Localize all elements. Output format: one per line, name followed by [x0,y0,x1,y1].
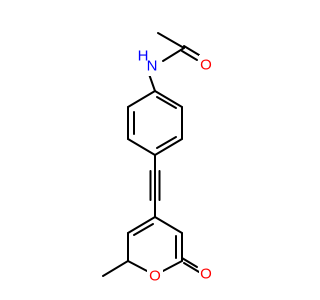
ring-inner-double-1 [156,96,177,109]
bond-ring-methyl [102,260,129,277]
bond-carbonyl-oxygen-double-b [181,50,198,61]
bond-carbonyl-oxygen-double-a [183,45,200,56]
ring-oxygen-symbol: O [149,268,161,285]
nitrogen-symbol: N [147,58,158,75]
atom-ring-oxygen-label: O [147,266,163,286]
bond-carbonyl-nitrogen [162,47,185,62]
ring-bond-6 [127,90,156,108]
pyranone-bond-c2-o1 [162,260,183,272]
alkyne-linker [149,154,161,218]
pyranone-bond-c5-c4 [127,216,156,234]
pyranone-ring [102,216,200,277]
lactone-oxygen-symbol: O [200,266,212,283]
pyranone-bond-o1-c6 [127,260,148,272]
chemical-structure-diagram: N H O O O [102,32,215,286]
benzene-ring [127,90,183,156]
pyranone-bond-c4-c3 [154,216,183,234]
atom-lactone-oxygen-label: O [199,264,215,284]
atom-nh-label: N H [137,48,159,76]
bond-nitrogen-ring [148,73,156,92]
pyranone-inner-double-c5 [133,223,154,236]
bond-methyl-carbonyl [157,32,185,49]
carbonyl-oxygen-symbol: O [200,57,212,74]
bond-lactone-carbonyl-a [181,257,198,268]
bond-lactone-carbonyl-b [183,262,200,273]
ring-bond-1 [154,90,183,108]
atom-carbonyl-oxygen-label: O [199,55,215,75]
nitrogen-hydrogen: H [138,48,149,65]
acetamide-group [148,32,200,92]
ring-inner-double-2 [156,136,177,149]
ring-bond-3 [154,138,183,156]
ring-bond-4 [127,138,156,156]
